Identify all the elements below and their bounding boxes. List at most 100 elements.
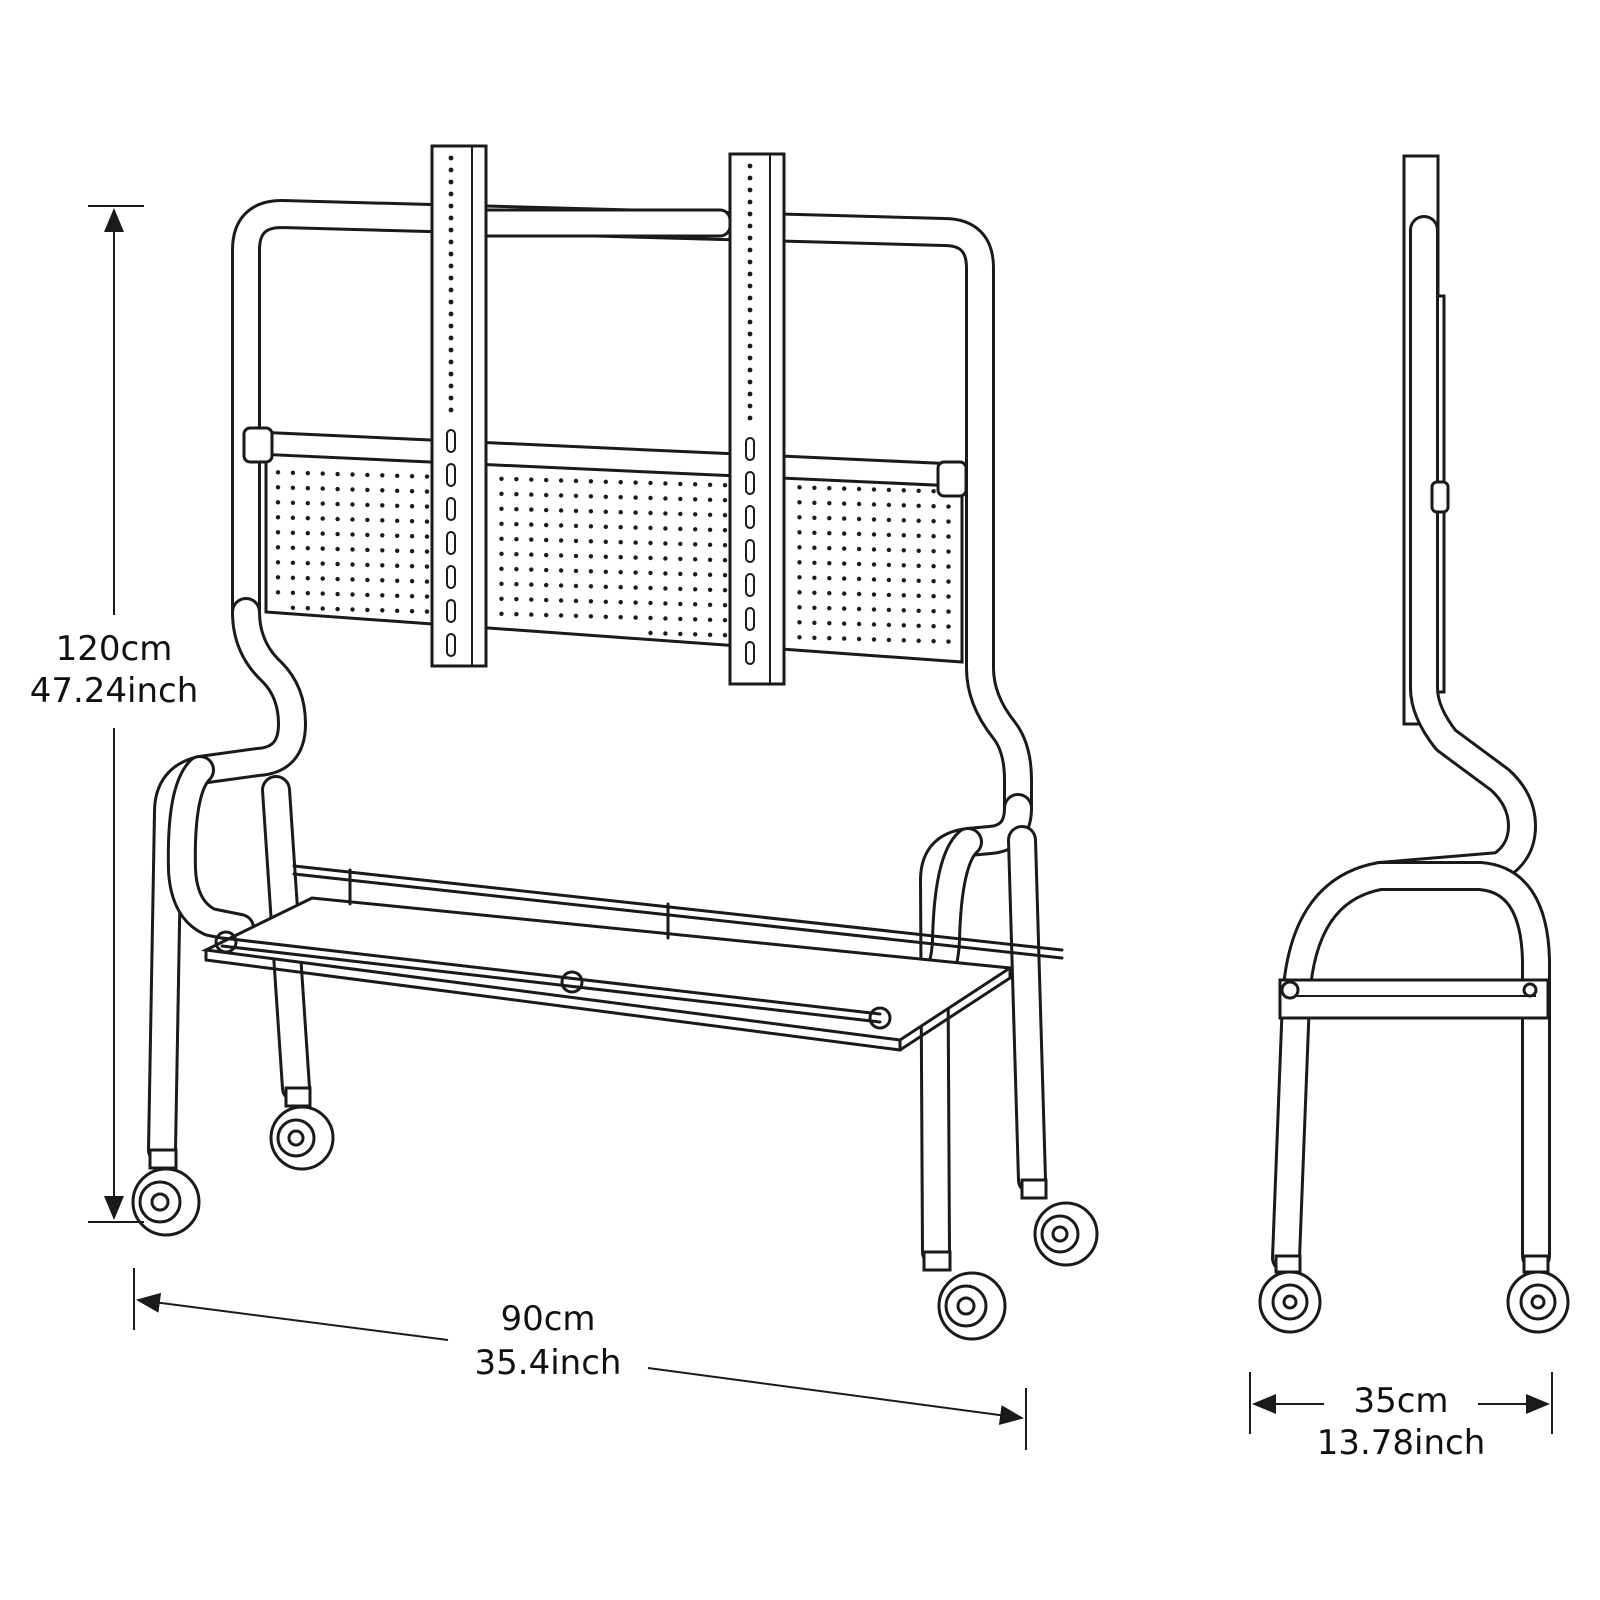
peg-hole bbox=[916, 518, 921, 523]
peg-hole bbox=[529, 582, 534, 587]
peg-hole bbox=[350, 487, 355, 492]
peg-hole bbox=[812, 500, 817, 505]
peg-hole bbox=[350, 532, 355, 537]
peg-hole bbox=[707, 572, 713, 577]
peg-hole bbox=[648, 555, 653, 561]
bracket-hole bbox=[448, 371, 454, 377]
bracket-hole bbox=[747, 403, 753, 409]
bracket-hole bbox=[747, 175, 753, 181]
bracket-hole bbox=[747, 307, 753, 313]
peg-hole bbox=[693, 557, 698, 562]
peg-hole bbox=[693, 617, 698, 622]
peg-hole bbox=[678, 571, 683, 577]
peg-hole bbox=[350, 562, 355, 567]
peg-hole bbox=[380, 593, 385, 598]
peg-hole bbox=[424, 474, 430, 479]
peg-hole bbox=[514, 477, 519, 482]
peg-hole bbox=[633, 615, 638, 620]
peg-hole bbox=[797, 500, 802, 505]
caster-side-right bbox=[1506, 1254, 1570, 1334]
peg-hole bbox=[499, 536, 504, 541]
peg-hole bbox=[856, 606, 862, 612]
peg-hole bbox=[663, 571, 668, 576]
peg-hole bbox=[842, 516, 847, 521]
peg-hole bbox=[514, 567, 519, 572]
peg-hole bbox=[946, 609, 951, 614]
peg-hole bbox=[290, 500, 296, 505]
peg-hole bbox=[842, 636, 847, 641]
peg-hole bbox=[663, 541, 668, 546]
peg-hole bbox=[380, 503, 385, 508]
peg-hole bbox=[275, 470, 281, 475]
peg-hole bbox=[842, 501, 847, 506]
peg-hole bbox=[335, 501, 340, 507]
peg-hole bbox=[901, 548, 906, 553]
peg-hole bbox=[603, 554, 608, 559]
peg-hole bbox=[633, 555, 638, 560]
peg-hole bbox=[871, 487, 877, 492]
peg-hole bbox=[707, 632, 713, 637]
peg-hole bbox=[693, 587, 698, 592]
mounting-bracket-right bbox=[728, 152, 786, 686]
bracket-hole bbox=[747, 283, 753, 289]
bracket-hole bbox=[448, 347, 454, 353]
peg-hole bbox=[424, 489, 430, 494]
peg-hole bbox=[722, 618, 728, 623]
peg-hole bbox=[573, 568, 579, 574]
peg-hole bbox=[812, 590, 817, 595]
peg-hole bbox=[529, 507, 534, 512]
peg-hole bbox=[544, 582, 549, 588]
peg-hole bbox=[931, 519, 936, 524]
bracket-hole bbox=[747, 319, 753, 325]
peg-hole bbox=[603, 614, 608, 619]
peg-hole bbox=[618, 555, 623, 560]
peg-hole bbox=[678, 601, 683, 607]
peg-hole bbox=[320, 576, 325, 581]
peg-hole bbox=[797, 590, 802, 595]
peg-hole bbox=[722, 633, 728, 638]
peg-hole bbox=[827, 516, 832, 521]
peg-hole bbox=[544, 492, 549, 498]
peg-hole bbox=[499, 596, 504, 601]
bracket-hole bbox=[747, 187, 753, 193]
peg-hole bbox=[827, 486, 832, 491]
peg-hole bbox=[573, 508, 579, 514]
peg-hole bbox=[395, 578, 400, 583]
peg-hole bbox=[350, 502, 355, 507]
peg-hole bbox=[573, 523, 579, 529]
upper-crossbar bbox=[470, 208, 732, 238]
peg-hole bbox=[305, 561, 310, 566]
peg-hole bbox=[603, 524, 608, 529]
peg-hole bbox=[544, 537, 549, 543]
peg-hole bbox=[812, 515, 817, 520]
peg-hole bbox=[812, 605, 817, 610]
peg-hole bbox=[395, 548, 400, 553]
peg-hole bbox=[618, 510, 623, 515]
peg-hole bbox=[693, 572, 698, 577]
peg-hole bbox=[797, 545, 802, 550]
peg-hole bbox=[856, 636, 862, 642]
bracket-slot bbox=[745, 573, 755, 597]
bracket-slot bbox=[446, 429, 456, 453]
peg-hole bbox=[886, 532, 892, 538]
peg-hole bbox=[916, 608, 921, 613]
peg-hole bbox=[320, 471, 325, 476]
peg-hole bbox=[827, 606, 832, 611]
peg-hole bbox=[618, 540, 623, 545]
bracket-slot bbox=[446, 633, 456, 657]
peg-hole bbox=[305, 546, 310, 551]
bracket-hole bbox=[747, 199, 753, 205]
peg-hole bbox=[842, 546, 847, 551]
caster-side-left bbox=[1258, 1254, 1322, 1334]
bracket-hole bbox=[448, 179, 454, 185]
bracket-slot bbox=[446, 531, 456, 555]
peg-hole bbox=[886, 607, 892, 613]
peg-hole bbox=[544, 552, 549, 558]
peg-hole bbox=[812, 560, 817, 565]
peg-hole bbox=[633, 480, 638, 485]
peg-hole bbox=[618, 495, 623, 500]
peg-hole bbox=[707, 497, 713, 502]
peg-hole bbox=[931, 609, 936, 614]
peg-hole bbox=[678, 526, 683, 532]
